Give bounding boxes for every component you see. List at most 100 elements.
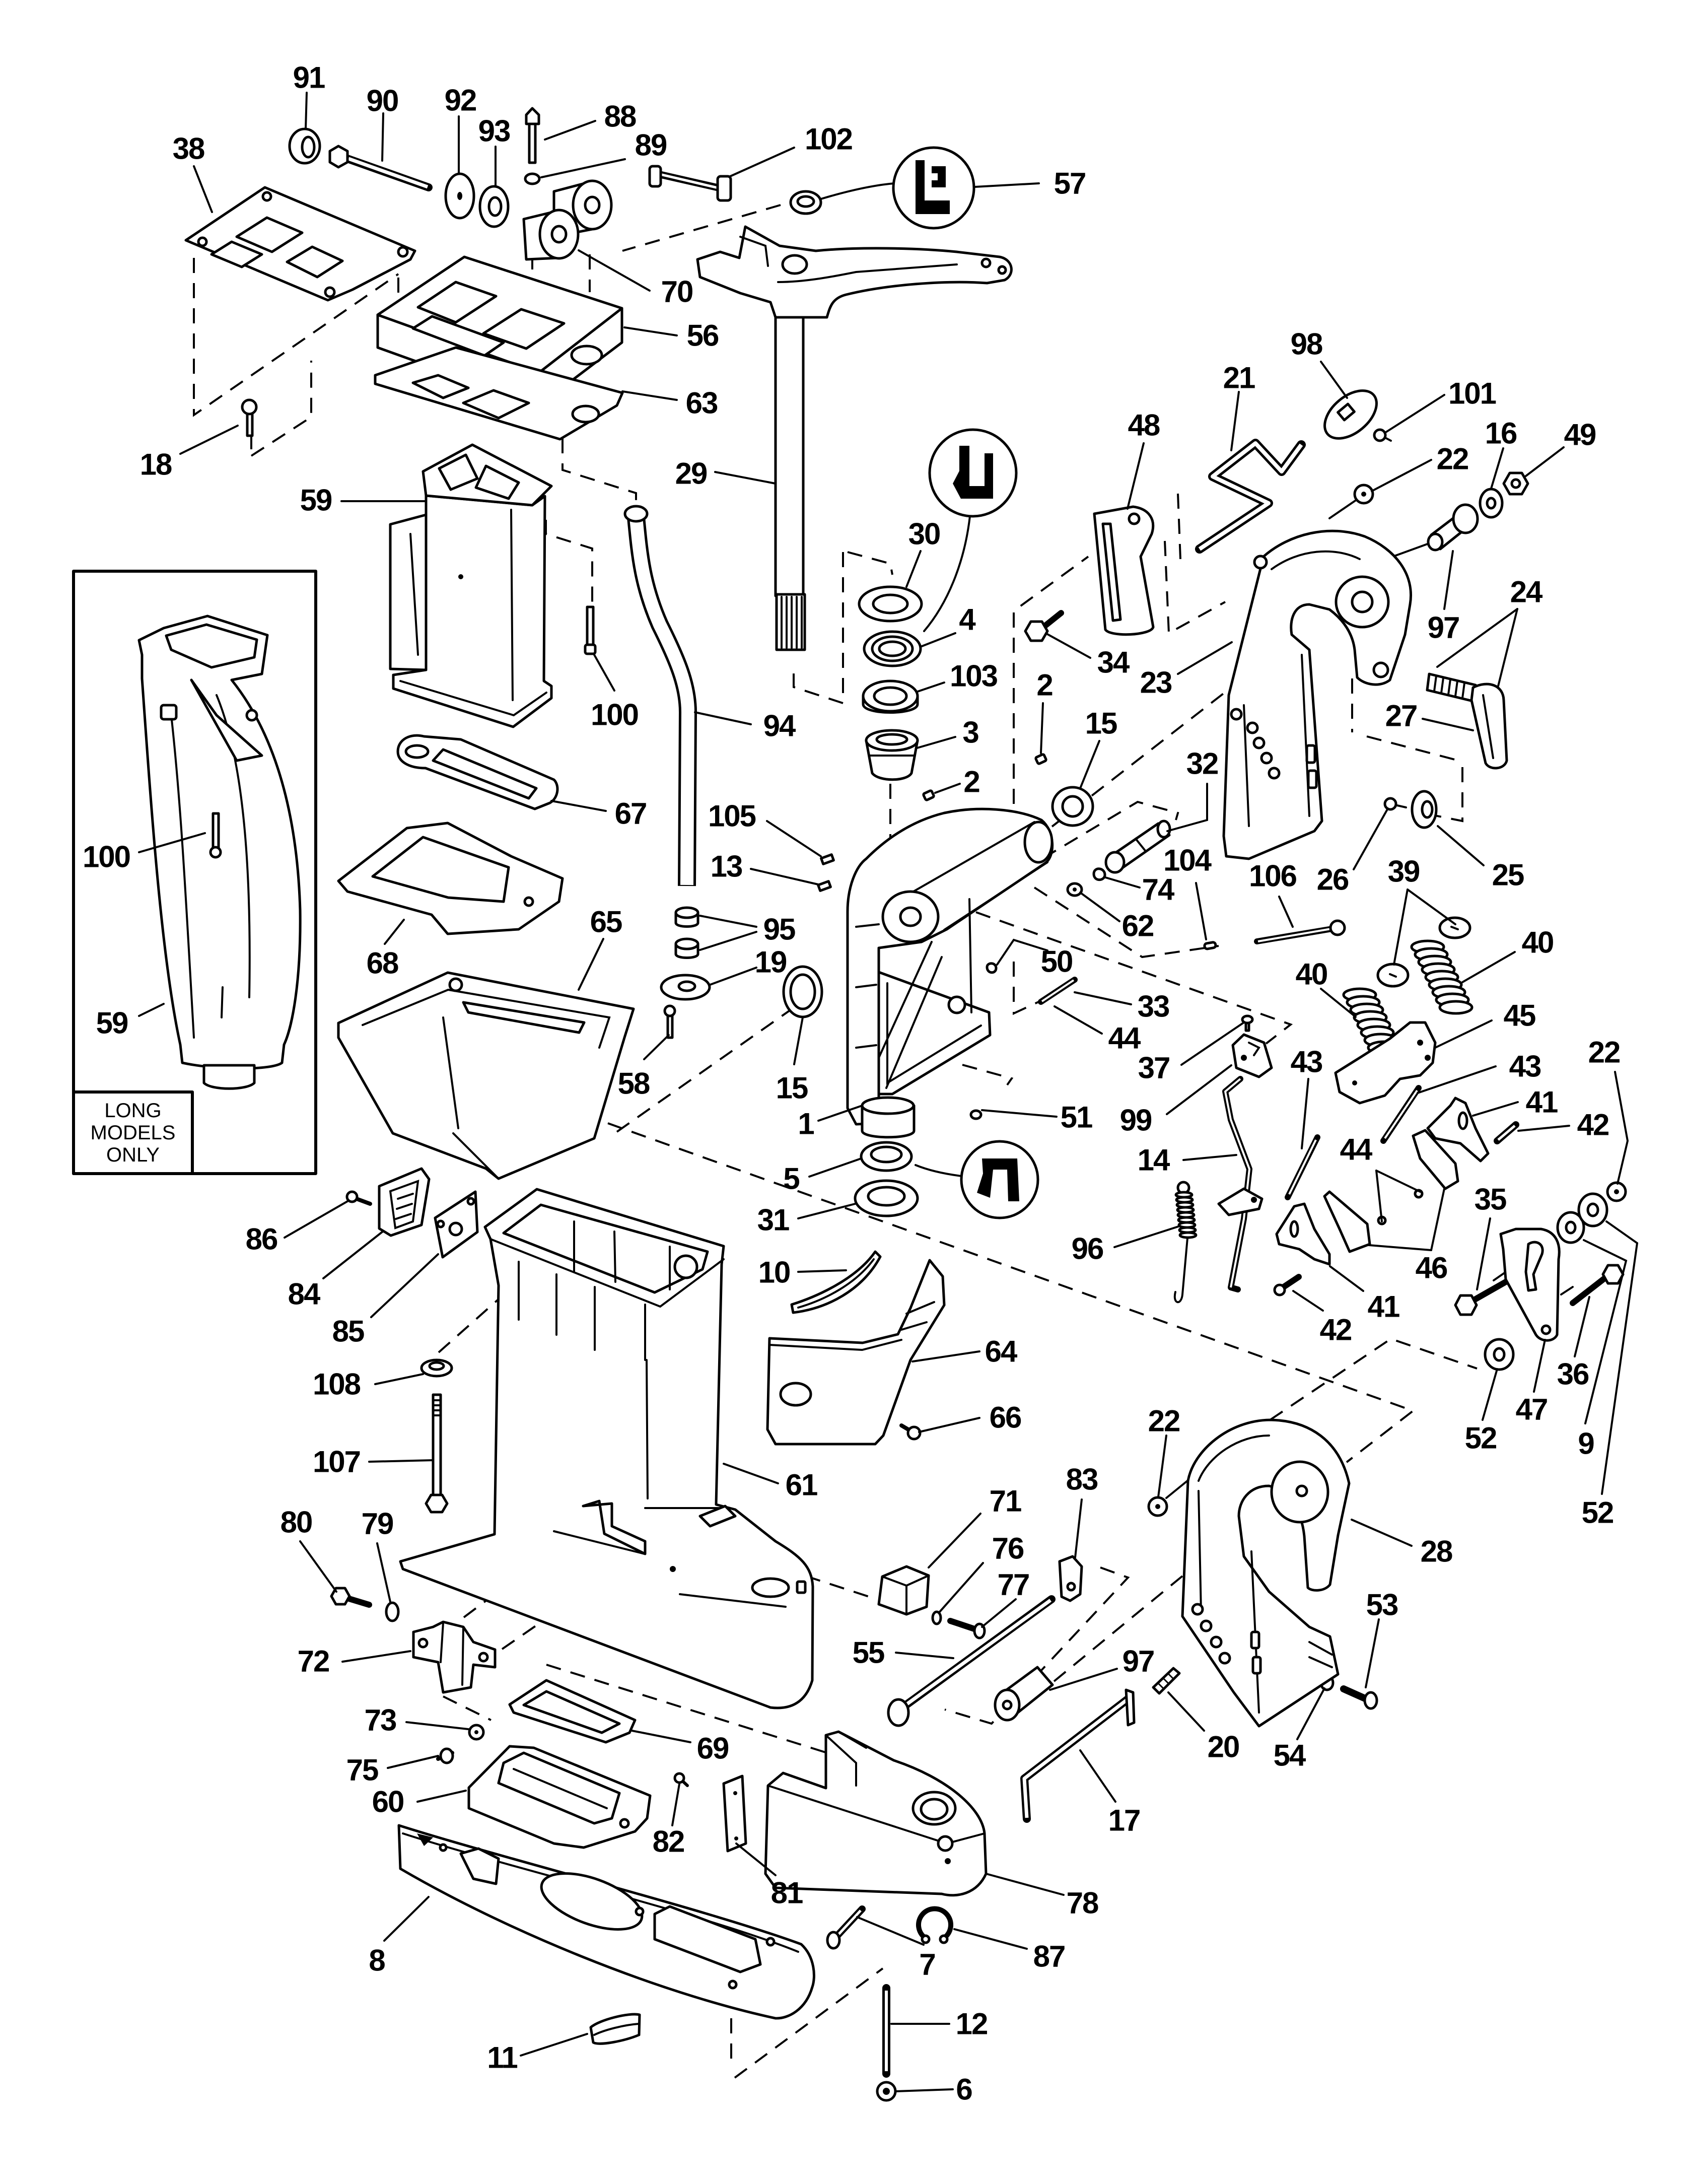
callout: 43: [1417, 1050, 1542, 1094]
clip-83-outline: [1066, 1582, 1076, 1592]
leader-line: [1375, 1170, 1383, 1222]
assembly-dashed-lines-outline: [193, 258, 399, 417]
springs-40-outline: [1438, 1000, 1474, 1015]
tilt-lever-24-outline: [1433, 675, 1465, 699]
assembly-dashed-lines-outline: [545, 520, 593, 602]
leader-line: [341, 1650, 411, 1663]
lever-21-outline: [1198, 441, 1303, 551]
leader-line: [1113, 1225, 1179, 1248]
callout: 75: [346, 1753, 439, 1787]
assembly-dashed-lines-outline: [734, 1967, 884, 2079]
callout-number: 20: [1208, 1730, 1239, 1764]
swivel-hardware-2-15-32-74-62-104-106-outline: [969, 1109, 983, 1120]
screw-37-plate-99-outline: [1241, 1014, 1254, 1025]
screw-18-outline: [246, 412, 254, 437]
callout: 40: [1296, 958, 1357, 1018]
callout-number: 2: [1036, 668, 1052, 702]
leader-line: [1472, 1101, 1519, 1117]
callout-number: 42: [1320, 1313, 1352, 1347]
callout-number: 33: [1138, 990, 1169, 1023]
leader-line: [1045, 633, 1091, 659]
callout-number: 87: [1033, 1940, 1065, 1973]
clamp-bracket-28-outline: [1200, 1619, 1213, 1632]
callout: 9: [1578, 1239, 1628, 1461]
spring-96-outline: [1178, 1231, 1198, 1239]
callout-number: 56: [687, 319, 719, 353]
leader-line: [918, 1417, 980, 1433]
caps-39-outline: [1389, 973, 1397, 978]
plate-81-outline: [722, 1774, 747, 1853]
callout: 32: [1166, 747, 1219, 832]
inset-long-models-outline: [190, 678, 263, 762]
clamp-bracket-23-outline: [1372, 661, 1389, 678]
callout: 44: [1054, 1005, 1142, 1055]
callout: 61: [723, 1463, 818, 1502]
seal-lip-orientation-icon-outline: [892, 146, 975, 230]
callout: 2: [934, 765, 980, 799]
callout-number: 18: [140, 448, 172, 482]
gasket-38-outline: [261, 191, 272, 202]
exhaust-tube-59-outline: [389, 513, 428, 671]
inset-long-models-outline: [160, 704, 178, 721]
swivel-hardware-2-15-32-74-62-104-106-outline: [1073, 888, 1077, 892]
plate-8-outline: [765, 1937, 776, 1947]
clamp-bracket-23-outline: [1253, 555, 1268, 570]
left-hardware-86-84-85-108-107-80-79-outline: [355, 1197, 372, 1206]
leader-line: [699, 931, 757, 951]
leader-line: [578, 938, 604, 991]
washer-92-outline: [457, 192, 462, 200]
seal-57-outline: [796, 195, 815, 208]
ring-5-outline: [870, 1145, 903, 1164]
leader-line: [1049, 1668, 1118, 1691]
inset-long-models-outline: [165, 623, 258, 669]
washer-89: [524, 172, 541, 185]
leader-line: [1079, 1749, 1116, 1803]
clamp-bracket-23-outline: [1307, 769, 1318, 789]
leader-line: [895, 1652, 954, 1659]
callout-number: 84: [288, 1277, 321, 1311]
pins-42-outline: [1497, 1125, 1516, 1141]
leader-line: [1127, 442, 1145, 510]
assembly-dashed-lines-outline: [1366, 735, 1455, 761]
callout: 64: [911, 1335, 1019, 1369]
callout-number: 24: [1510, 575, 1543, 609]
callout-number: 79: [362, 1507, 393, 1541]
callout: 87: [953, 1928, 1066, 1973]
leader-line: [1320, 988, 1357, 1018]
pins-42-outline: [1273, 1283, 1286, 1296]
callout-number: 41: [1368, 1290, 1399, 1324]
nut-91: [288, 127, 321, 165]
washer-31: [854, 1179, 919, 1217]
plate-78-outline: [937, 1835, 954, 1852]
inset-long-models: LONG MODELS ONLY 100 59: [72, 570, 317, 1175]
callout: 41: [1472, 1085, 1559, 1119]
swivel-bracket-1-outline: [1023, 821, 1054, 864]
callout: 99: [1120, 1064, 1232, 1137]
block-72-nut-73-screw-75-outline: [417, 1637, 429, 1649]
tilt-lever-24-outline: [1482, 694, 1494, 759]
exhaust-housing-61-outline: [518, 1261, 646, 1361]
inset-callout-number: 59: [96, 1006, 128, 1040]
callout-number: 49: [1564, 418, 1596, 452]
callout: 94: [694, 709, 797, 743]
inset-long-models-outline: [72, 1090, 194, 1175]
exhaust-housing-61-outline: [502, 1203, 709, 1294]
plate-45-outline: [1417, 1040, 1423, 1046]
leader-line: [1368, 1244, 1432, 1251]
callout: 56: [623, 319, 720, 353]
seal-4-outline: [878, 640, 907, 657]
callout-number: 81: [771, 1876, 803, 1910]
callout-number: 66: [990, 1401, 1021, 1435]
callout: 26: [1317, 807, 1389, 897]
leader-line: [917, 681, 945, 693]
assembly-dashed-lines-outline: [962, 1064, 1014, 1086]
callout-number: 14: [1138, 1143, 1170, 1177]
washer-15-lower-outline: [789, 973, 816, 1010]
leader-line: [405, 1721, 469, 1730]
screw-101-outline: [1373, 428, 1387, 442]
block-71-washer-76-screw-77: [877, 1565, 986, 1640]
inset-note-line: LONG: [104, 1100, 161, 1122]
callout: 31: [757, 1203, 856, 1237]
plate-48: [1093, 505, 1155, 636]
plate-48-outline: [1101, 522, 1122, 622]
